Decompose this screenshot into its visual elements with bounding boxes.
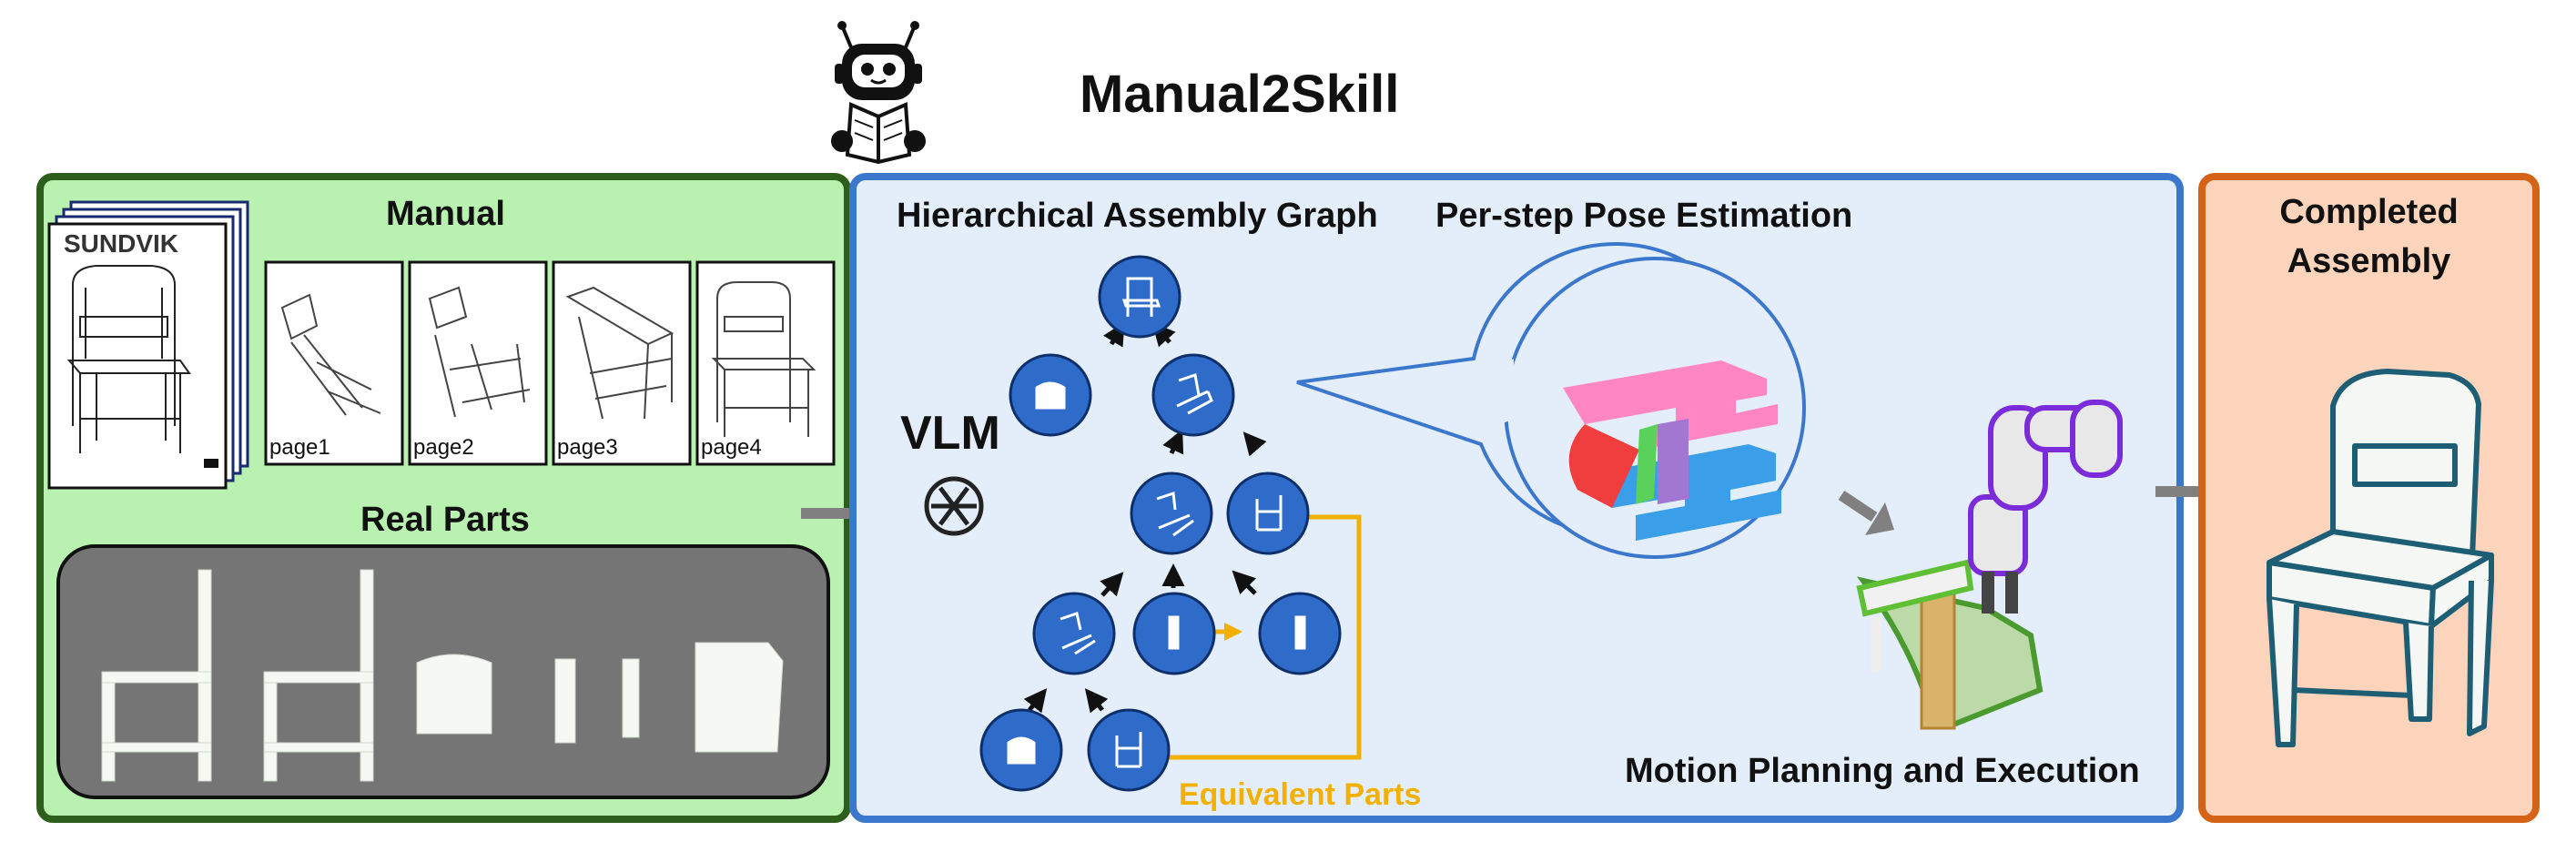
node-side-frame-2 [1087, 708, 1171, 792]
manual-illustrations [47, 200, 836, 799]
page4-sketch-icon [711, 281, 816, 437]
page-label-1: page1 [269, 435, 330, 460]
page-label-3: page3 [557, 435, 618, 460]
robot-reading-icon [831, 21, 926, 164]
completed-heading-line1: Completed [2279, 193, 2459, 231]
manual-panel: Manual SUNDVIK page1 page2 page3 page4 R… [36, 173, 851, 823]
cover-chair-icon [66, 265, 191, 453]
real-parts-heading: Real Parts [360, 501, 530, 539]
graph-heading: Hierarchical Assembly Graph [897, 197, 1378, 235]
node-glyphs [1007, 277, 1306, 768]
assembly-graph [924, 242, 2123, 792]
pose-heading: Per-step Pose Estimation [1435, 197, 1853, 235]
figure-title: Manual2Skill [1080, 65, 1400, 124]
page2-sketch-icon [428, 286, 531, 418]
pose-point-cloud-icon [1563, 360, 1781, 541]
page1-sketch-icon [280, 293, 381, 416]
manual-brand: SUNDVIK [64, 229, 179, 258]
arrow-to-robot-icon [1838, 491, 1894, 535]
page-label-2: page2 [413, 435, 474, 460]
robot-arm-icon [1856, 400, 2123, 730]
real-parts-icon [101, 569, 784, 782]
vlm-model-icon [924, 476, 984, 536]
motion-planning-label: Motion Planning and Execution [1625, 752, 2140, 790]
graph-panel: VLM Hierarchical Assembly Graph Per-step… [849, 173, 2184, 823]
completed-chair-icon [2267, 369, 2494, 747]
manual-cover [47, 222, 228, 490]
manual-heading: Manual [386, 195, 505, 233]
node-side-frame-1 [1226, 472, 1310, 555]
node-chair-partial-2 [1130, 472, 1213, 555]
equivalent-parts-label: Equivalent Parts [1179, 777, 1422, 812]
page3-sketch-icon [565, 286, 674, 420]
node-full-chair [1098, 255, 1182, 339]
completed-panel: Completed Assembly [2198, 173, 2540, 823]
node-chair-partial-1 [1151, 353, 1235, 437]
manual-page-3 [552, 260, 692, 466]
manual-page-1 [264, 260, 404, 466]
completed-heading-line2: Assembly [2287, 242, 2451, 280]
page-label-4: page4 [701, 435, 762, 460]
vlm-label: VLM [900, 407, 1000, 460]
manual-page-4 [695, 260, 836, 466]
graph-nodes [979, 255, 1342, 792]
node-chair-partial-3 [1032, 592, 1116, 675]
